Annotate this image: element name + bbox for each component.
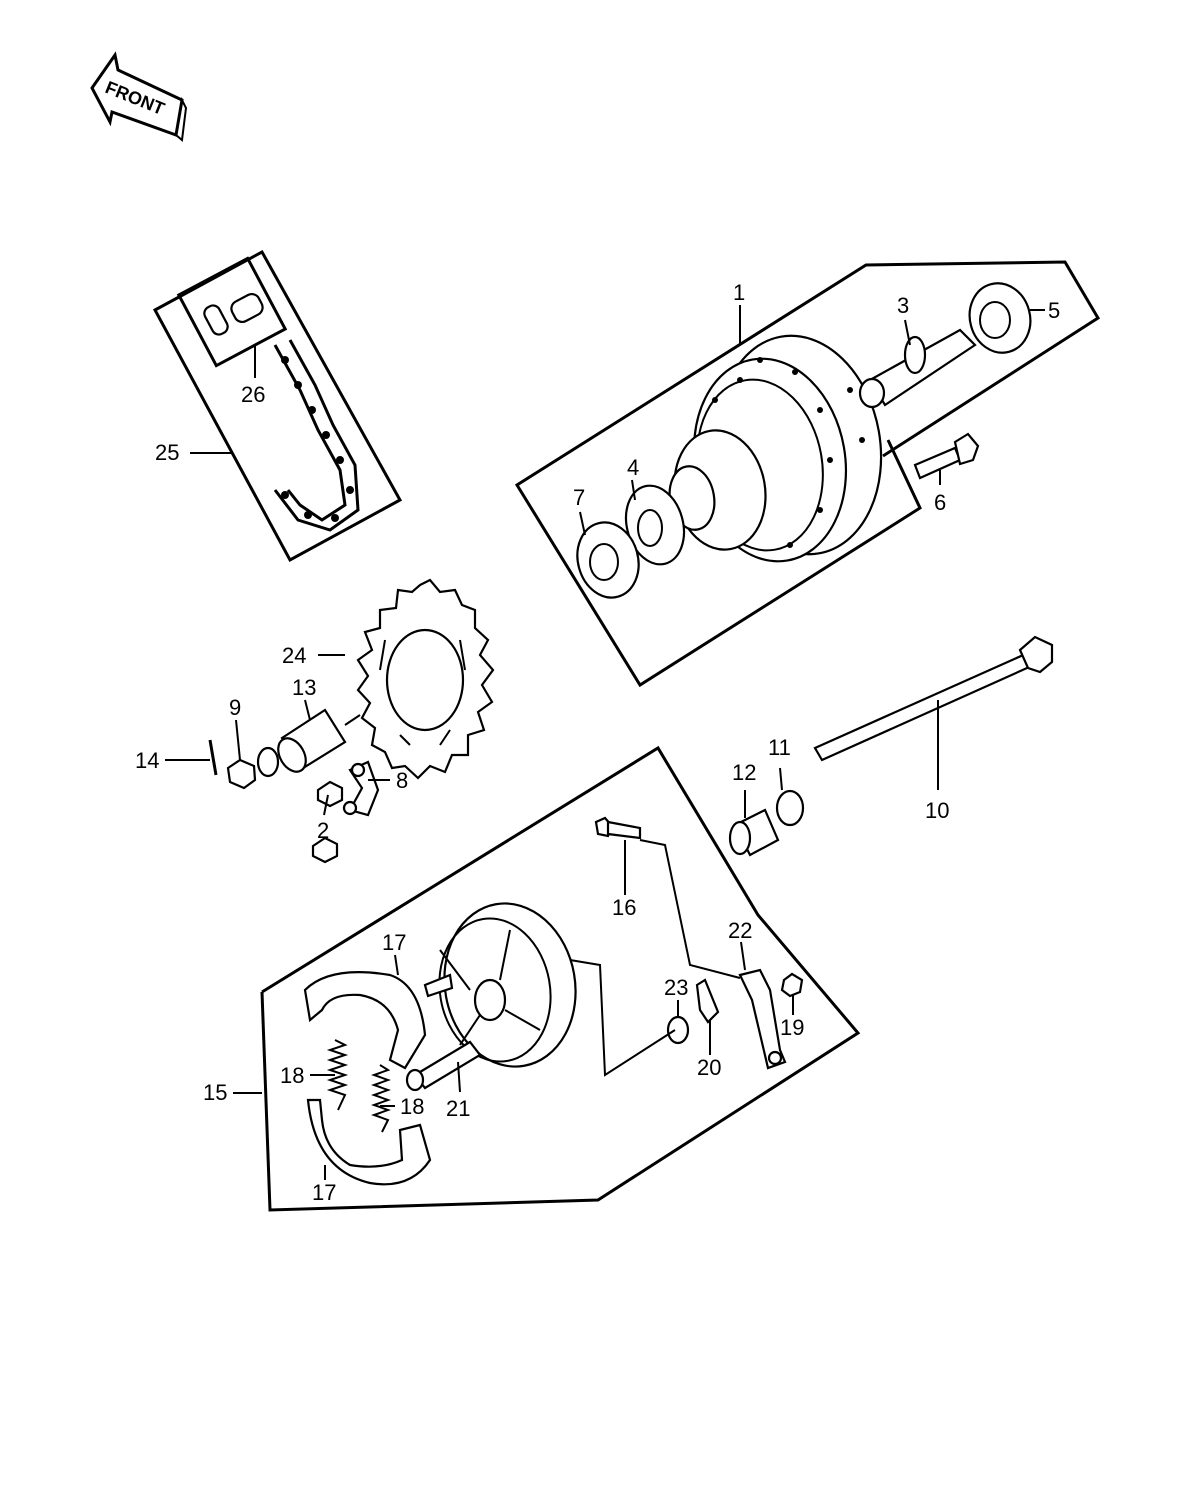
label-part-19: 19 bbox=[780, 1015, 804, 1040]
wear-indicator bbox=[695, 978, 720, 1024]
label-part-22: 22 bbox=[728, 918, 752, 943]
label-part-25: 25 bbox=[155, 440, 179, 465]
label-part-20: 20 bbox=[697, 1055, 721, 1080]
hub-group-outline bbox=[514, 260, 1101, 688]
label-part-10: 10 bbox=[925, 798, 949, 823]
axle-washer bbox=[775, 789, 805, 827]
label-part-1: 1 bbox=[733, 280, 745, 305]
rear-sprocket bbox=[356, 578, 495, 780]
label-part-13: 13 bbox=[292, 675, 316, 700]
anchor-pin bbox=[423, 973, 454, 998]
bearing-left bbox=[624, 484, 686, 566]
label-part-8: 8 bbox=[396, 768, 408, 793]
castle-nut bbox=[226, 758, 257, 790]
label-part-16: 16 bbox=[612, 895, 636, 920]
label-part-23: 23 bbox=[664, 975, 688, 1000]
brake-shoe-lower bbox=[306, 1098, 432, 1186]
cam-lever-bolt bbox=[594, 816, 642, 840]
cam-lever bbox=[738, 968, 787, 1070]
label-part-2: 2 bbox=[317, 818, 329, 843]
bearing-right bbox=[968, 282, 1032, 354]
assembly-line-cam bbox=[569, 959, 676, 1077]
master-link-box bbox=[176, 256, 288, 368]
hub-axle-spacer bbox=[858, 328, 977, 409]
label-part-6: 6 bbox=[934, 490, 946, 515]
label-part-9: 9 bbox=[229, 695, 241, 720]
sprocket-lock-plate bbox=[342, 760, 380, 817]
label-part-7: 7 bbox=[573, 485, 585, 510]
return-spring-right bbox=[371, 1064, 391, 1133]
label-part-17-upper: 17 bbox=[382, 930, 406, 955]
label-part-12: 12 bbox=[732, 760, 756, 785]
rear-axle bbox=[813, 635, 1054, 762]
label-part-21: 21 bbox=[446, 1096, 470, 1121]
label-part-17-lower: 17 bbox=[312, 1180, 336, 1205]
label-part-3: 3 bbox=[897, 293, 909, 318]
assembly-line-sleeve bbox=[344, 714, 361, 726]
label-part-24: 24 bbox=[282, 643, 306, 668]
brake-cam bbox=[405, 1040, 482, 1092]
brake-shoe-upper bbox=[303, 971, 427, 1070]
axle-collar bbox=[728, 808, 780, 857]
master-link bbox=[203, 292, 264, 336]
label-part-14: 14 bbox=[135, 748, 159, 773]
front-arrow-icon: FRONT bbox=[90, 51, 188, 142]
cam-washer bbox=[666, 1015, 690, 1045]
label-part-11: 11 bbox=[768, 735, 791, 760]
chain-group-outline bbox=[152, 249, 403, 563]
sprocket-sleeve bbox=[277, 708, 347, 773]
return-spring-left bbox=[326, 1039, 349, 1111]
label-part-18-right: 18 bbox=[400, 1094, 424, 1119]
label-part-5: 5 bbox=[1048, 298, 1060, 323]
hub-bolt bbox=[913, 432, 980, 480]
brake-group-outline bbox=[260, 745, 861, 1212]
label-part-4: 4 bbox=[627, 455, 639, 480]
brake-panel bbox=[438, 902, 577, 1068]
lever-nut bbox=[780, 972, 804, 998]
oil-seal bbox=[576, 521, 640, 599]
leader-lines bbox=[165, 305, 1045, 1180]
label-part-26: 26 bbox=[241, 382, 265, 407]
label-part-18-left: 18 bbox=[280, 1063, 304, 1088]
cotter-pin bbox=[208, 739, 218, 776]
label-part-15: 15 bbox=[203, 1080, 227, 1105]
drive-chain bbox=[273, 339, 360, 532]
nut-upper bbox=[316, 780, 344, 808]
washer bbox=[256, 746, 280, 778]
assembly-line-bolt bbox=[639, 839, 741, 979]
nut-lower bbox=[311, 836, 339, 864]
rear-hub bbox=[668, 334, 883, 563]
